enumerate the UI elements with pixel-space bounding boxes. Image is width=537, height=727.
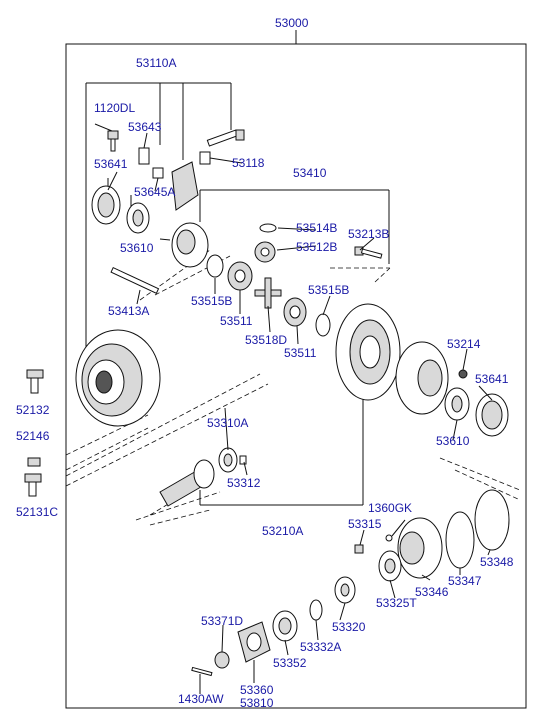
label-53360: 53360 (240, 683, 274, 697)
bearing-race-53641-right-icon (475, 393, 509, 437)
nut-53214-icon (458, 369, 468, 379)
bearing-53320-icon (334, 576, 356, 604)
differential-case-icon (75, 329, 161, 427)
right-case-icon (395, 341, 449, 415)
lock-53118-icon (199, 151, 211, 165)
bolt-53118-icon (206, 129, 245, 147)
pinion-gear-53512b-icon (254, 241, 276, 263)
bearing-53610-icon (126, 202, 150, 234)
label-53325t: 53325T (376, 596, 417, 610)
cross-shaft-53518d-icon (254, 277, 282, 309)
label-53641-upper: 53641 (94, 157, 128, 171)
label-53332a: 53332A (300, 640, 341, 654)
ring-gear-icon (335, 303, 401, 401)
bolt-52132-icon (26, 369, 44, 394)
spacer-53332a-icon (309, 599, 323, 621)
label-53110a: 53110A (136, 56, 176, 70)
drive-pinion-53210a-icon (159, 459, 215, 507)
gasket-53348-icon (474, 489, 510, 551)
spacer-53312-icon (239, 455, 247, 465)
flange-53360-icon (237, 621, 271, 663)
side-gear-53511-right-icon (283, 297, 307, 327)
bearing-53325t-icon (378, 550, 402, 582)
label-53518d: 53518D (245, 333, 287, 347)
label-53348: 53348 (480, 555, 514, 569)
seal-1360gk-icon (385, 534, 393, 542)
bearing-53610-right-icon (444, 387, 470, 421)
bolt-1120dl-icon (107, 130, 119, 152)
label-53214: 53214 (447, 337, 481, 351)
washer-53514b-icon (259, 223, 277, 233)
label-1120dl: 1120DL (94, 101, 135, 115)
label-53320: 53320 (332, 620, 366, 634)
gear-case-53410-icon (171, 222, 209, 268)
label-52146: 52146 (16, 429, 50, 443)
plate-53645a-icon (152, 167, 164, 179)
label-52132: 52132 (16, 403, 50, 417)
label-53645a: 53645A (134, 185, 175, 199)
label-53118: 53118 (232, 156, 265, 170)
label-53346: 53346 (415, 585, 449, 599)
gasket-53347-icon (445, 511, 475, 569)
bearing-race-53641-icon (91, 185, 121, 225)
bolt-53315-icon (354, 544, 364, 554)
label-53315: 53315 (348, 517, 382, 531)
oil-seal-53352-icon (272, 610, 298, 642)
label-53310a: 53310A (207, 416, 248, 430)
collar-53310a-icon (218, 447, 238, 473)
bolt-53213b-icon (354, 246, 383, 259)
label-52131c: 52131C (16, 505, 58, 519)
label-53511-right: 53511 (284, 346, 317, 360)
label-53000: 53000 (275, 16, 309, 30)
clip-53643-icon (138, 147, 150, 165)
label-53352: 53352 (273, 656, 307, 670)
washer-53515b-right-icon (315, 313, 331, 337)
label-53514b: 53514B (296, 221, 337, 235)
label-53641-right: 53641 (475, 372, 509, 386)
bolt-52146-icon (27, 457, 41, 467)
label-53511-left: 53511 (220, 314, 253, 328)
label-53371d: 53371D (201, 614, 243, 628)
washer-53515b-icon (206, 254, 224, 278)
side-gear-53511-left-icon (227, 261, 253, 291)
label-53210a: 53210A (262, 524, 303, 538)
label-53213b: 53213B (348, 227, 389, 241)
label-53610-right: 53610 (436, 434, 470, 448)
label-53512b: 53512B (296, 240, 337, 254)
label-1360gk: 1360GK (368, 501, 412, 515)
bolt-52131c-icon (24, 473, 42, 497)
label-1430aw: 1430AW (178, 692, 224, 706)
label-53312: 53312 (227, 476, 261, 490)
label-53413a: 53413A (108, 304, 149, 318)
label-53515b-right: 53515B (308, 283, 349, 297)
label-53410: 53410 (293, 166, 327, 180)
label-53347: 53347 (448, 574, 482, 588)
cotter-pin-1430aw-icon (191, 666, 213, 677)
label-53643: 53643 (128, 120, 162, 134)
nut-53371d-icon (214, 651, 230, 669)
bearing-cap-icon (171, 161, 199, 211)
pin-53413a-icon (110, 266, 160, 294)
pinion-housing-53346-icon (397, 517, 443, 579)
label-53515b-left: 53515B (191, 294, 232, 308)
label-53810: 53810 (240, 696, 274, 710)
label-53610-upper: 53610 (120, 241, 154, 255)
